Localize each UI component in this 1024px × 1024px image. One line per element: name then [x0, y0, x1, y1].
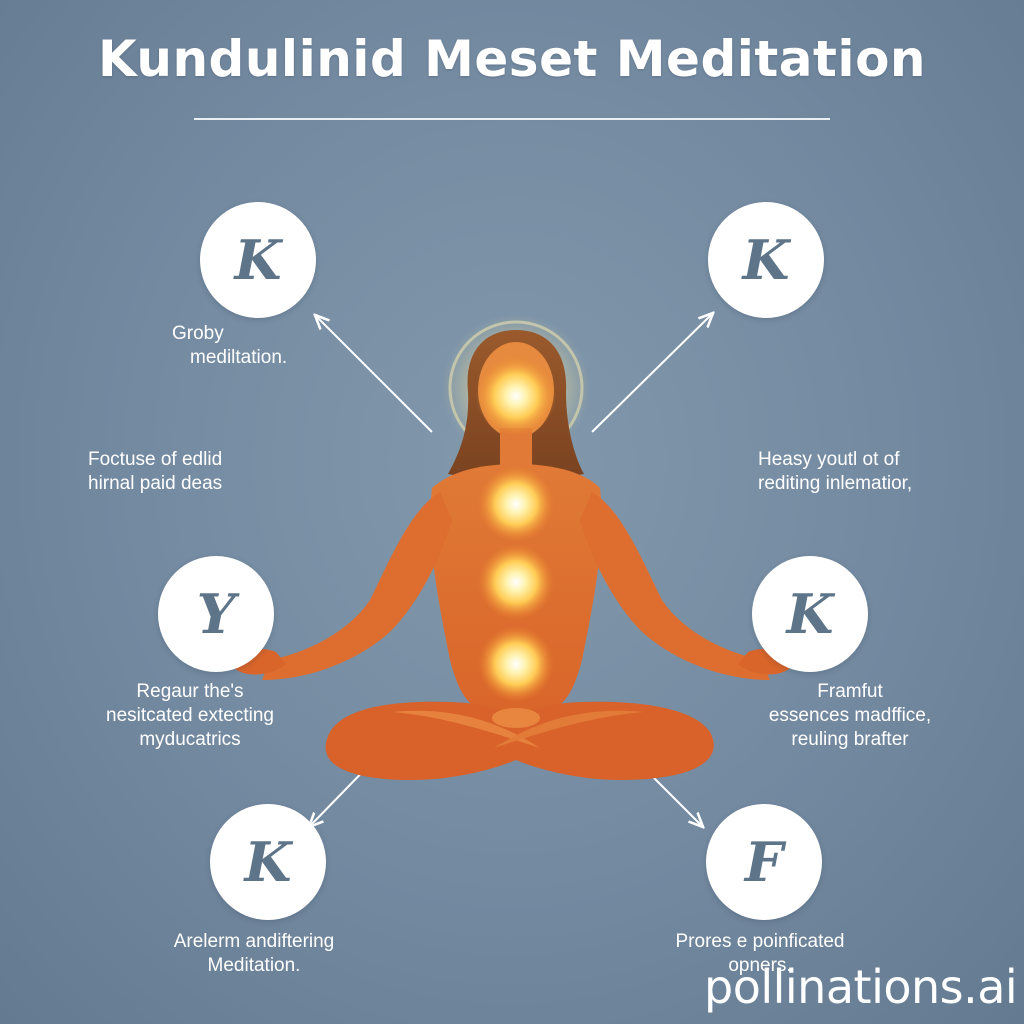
- label-line: Prores e poinficated: [675, 931, 845, 952]
- title-divider: [194, 118, 830, 120]
- chakra-sacral: [478, 626, 554, 702]
- label-mid-left: Regaur the's nesitcated extecting myduca…: [90, 680, 290, 752]
- label-line: nesitcated extecting: [106, 705, 274, 726]
- label-line: essences madffice,: [768, 705, 932, 726]
- label-line: Framfut: [817, 681, 883, 702]
- label-line: Regaur the's: [136, 681, 244, 702]
- chakra-solar: [478, 544, 554, 620]
- circle-mid-left: Y: [158, 556, 274, 672]
- label-line: rediting inlematior,: [758, 473, 913, 494]
- label-upper-right: Heasy youtl ot of rediting inlematior,: [758, 448, 912, 496]
- label-line: Arelerm andiftering: [173, 931, 335, 952]
- arrow-top-right: [591, 314, 712, 433]
- circle-letter: F: [744, 830, 784, 894]
- label-top-left: Groby mediltation.: [172, 322, 287, 370]
- label-line: myducatrics: [139, 729, 241, 750]
- label-line: Meditation.: [207, 955, 301, 976]
- circle-letter: K: [234, 228, 282, 292]
- circle-letter: K: [786, 582, 834, 646]
- circle-letter: K: [742, 228, 790, 292]
- circle-top-left: K: [200, 202, 316, 318]
- chakra-crown: [476, 356, 556, 436]
- label-line: Foctuse of edlid: [88, 449, 223, 470]
- chakra-points: [476, 356, 556, 702]
- watermark: pollinations.ai: [704, 960, 1018, 1014]
- label-upper-left: Foctuse of edlid hirnal paid deas: [88, 448, 222, 496]
- page-title: Kundulinid Meset Meditation: [97, 30, 927, 88]
- label-line: Heasy youtl ot of: [758, 449, 900, 470]
- chakra-heart: [478, 466, 554, 542]
- circle-letter: K: [244, 830, 292, 894]
- label-line: Groby: [172, 323, 224, 344]
- label-line: mediltation.: [190, 347, 288, 368]
- label-mid-right: Framfut essences madffice, reuling braft…: [740, 680, 960, 752]
- circle-letter: Y: [196, 582, 236, 646]
- label-bottom-left: Arelerm andiftering Meditation.: [154, 930, 354, 978]
- left-arm: [262, 492, 452, 680]
- circle-bottom-left: K: [210, 804, 326, 920]
- circle-bottom-right: F: [706, 804, 822, 920]
- label-line: reuling brafter: [791, 729, 909, 750]
- label-line: opners.: [728, 955, 792, 976]
- label-bottom-right: Prores e poinficated opners.: [650, 930, 870, 978]
- right-arm: [580, 492, 770, 680]
- label-line: hirnal paid deas: [88, 473, 223, 494]
- circle-mid-right: K: [752, 556, 868, 672]
- arrow-top-left: [316, 316, 433, 433]
- circle-top-right: K: [708, 202, 824, 318]
